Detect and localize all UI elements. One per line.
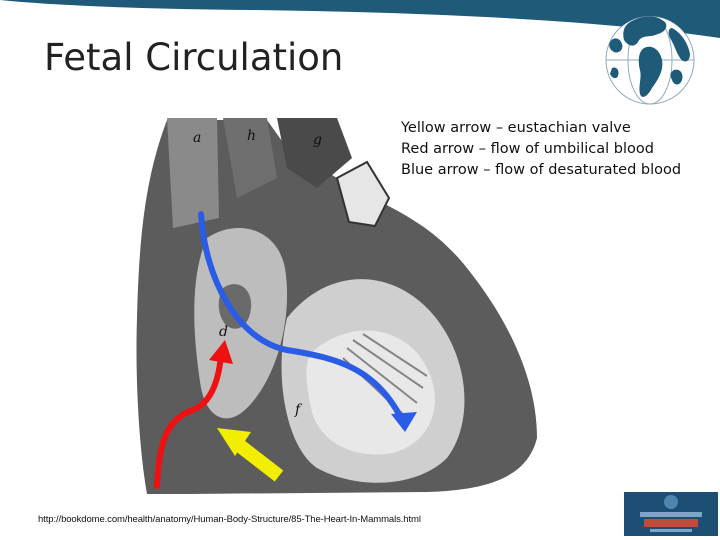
blue-arrowhead xyxy=(391,412,417,432)
arrow-legend: Yellow arrow – eustachian valve Red arro… xyxy=(401,118,681,181)
label-g: g xyxy=(313,132,322,148)
organization-logo xyxy=(624,492,718,536)
yellow-arrowhead xyxy=(217,428,251,456)
label-f: f xyxy=(294,402,303,418)
legend-yellow: Yellow arrow – eustachian valve xyxy=(401,120,631,136)
label-a: a xyxy=(193,130,201,146)
blue-arrow xyxy=(198,211,406,425)
source-link[interactable]: http://bookdome.com/health/anatomy/Human… xyxy=(38,514,421,525)
label-d: d xyxy=(219,324,228,340)
heart-illustration: a h g d f xyxy=(127,118,543,496)
globe-icon xyxy=(605,15,695,105)
red-arrowhead xyxy=(209,340,233,364)
legend-blue: Blue arrow – flow of desaturated blood xyxy=(401,162,682,178)
header-band xyxy=(0,0,720,38)
label-h: h xyxy=(247,128,256,144)
legend-red: Red arrow – flow of umbilical blood xyxy=(401,141,654,157)
red-arrow xyxy=(154,353,224,489)
slide-title: Fetal Circulation xyxy=(44,36,344,79)
yellow-arrow xyxy=(230,436,284,482)
